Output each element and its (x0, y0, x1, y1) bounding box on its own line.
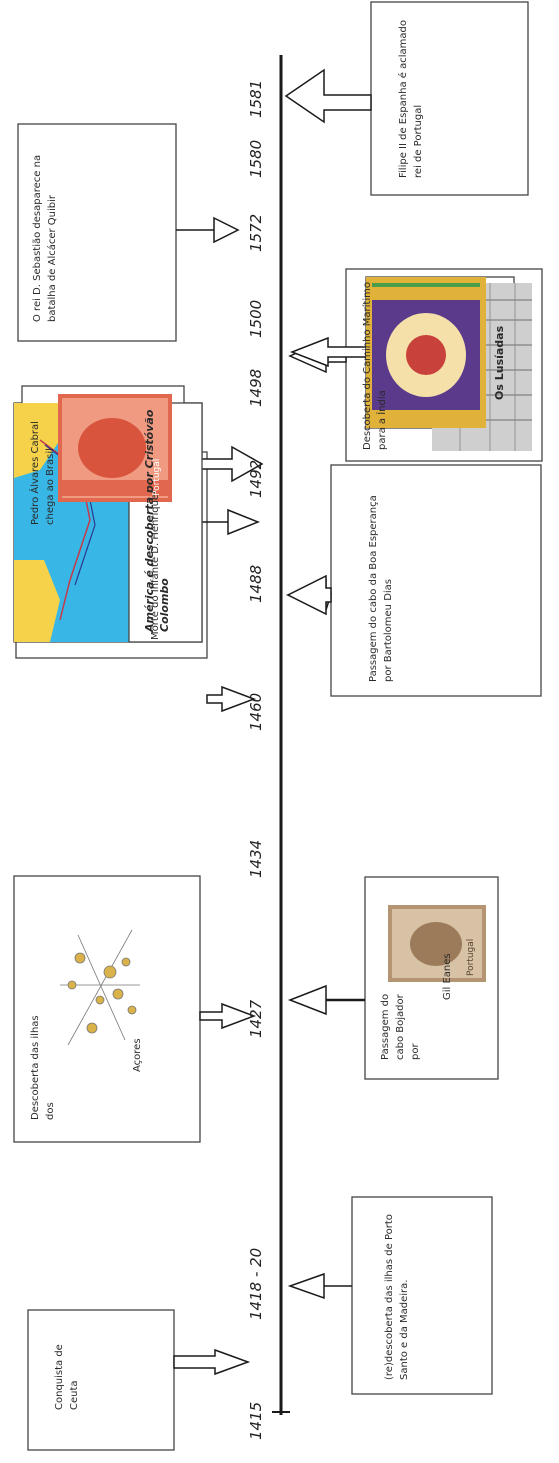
arrow-sebastiao (176, 216, 240, 244)
arrow-filipe (284, 68, 372, 124)
text-lusiadas: Os Lusíadas (493, 325, 506, 400)
text-ceuta: Conquista de Ceuta (54, 1344, 80, 1410)
year-1492: 1492 (247, 459, 265, 498)
cabral-stamp-label: Portugal (152, 458, 162, 496)
arrow-acores (199, 1002, 257, 1030)
arrow-dias (285, 574, 333, 616)
year-1427: 1427 (247, 999, 265, 1038)
text-dias: Passagem do cabo da Boa Esperança por Ba… (368, 495, 394, 682)
azores-map-icon (60, 929, 140, 1046)
lusiadas-cover-icon (366, 277, 486, 428)
text-bojador-a: Passagem do cabo Bojador por (380, 993, 421, 1060)
box-filipe (370, 1, 529, 196)
arrow-ceuta (173, 1348, 251, 1376)
year-1581: 1581 (247, 79, 265, 118)
arrow-porto-santo (287, 1272, 352, 1300)
text-acores-word: Açores (132, 1038, 143, 1072)
arrow-bojador (287, 984, 365, 1016)
text-india: Descoberta do Caminho Marítimo para a Ín… (362, 282, 388, 450)
year-1500: 1500 (247, 299, 265, 338)
text-cabral: Pedro Álvares Cabral chega ao Brasil (30, 421, 56, 525)
text-bojador-b: Gil Eanes (442, 953, 453, 1000)
cabral-stamp-icon (58, 394, 172, 502)
box-ceuta (27, 1309, 175, 1451)
box-acores (13, 875, 201, 1143)
arrow-henrique (206, 685, 257, 713)
box-porto-santo (351, 1196, 493, 1395)
year-1488: 1488 (247, 564, 265, 603)
box-dias (330, 464, 542, 697)
year-1434: 1434 (247, 839, 265, 878)
gil-eanes-stamp-icon (388, 905, 486, 982)
text-acores-top: Descoberta das ilhas dos (30, 1015, 56, 1120)
year-1572: 1572 (247, 213, 265, 252)
text-sebastiao: O rei D. Sebastião desaparece na batalha… (32, 154, 58, 322)
year-1580: 1580 (247, 139, 265, 178)
gil-eanes-stamp-label: Portugal (466, 938, 476, 976)
arrow-lusiadas (289, 336, 367, 368)
year-1460: 1460 (247, 692, 265, 731)
text-filipe: Filipe II de Espanha é aclamado rei de P… (398, 20, 424, 178)
text-porto-santo: (re)descoberta das ilhas de Porto Santo … (384, 1214, 410, 1380)
year-1418-20: 1418 - 20 (247, 1247, 265, 1320)
year-1415: 1415 (247, 1401, 265, 1440)
text-america: América é descoberta por Cristóvão Colom… (143, 409, 171, 632)
arrow-america (202, 508, 261, 536)
box-sebastiao (17, 123, 177, 342)
year-1498: 1498 (247, 368, 265, 407)
